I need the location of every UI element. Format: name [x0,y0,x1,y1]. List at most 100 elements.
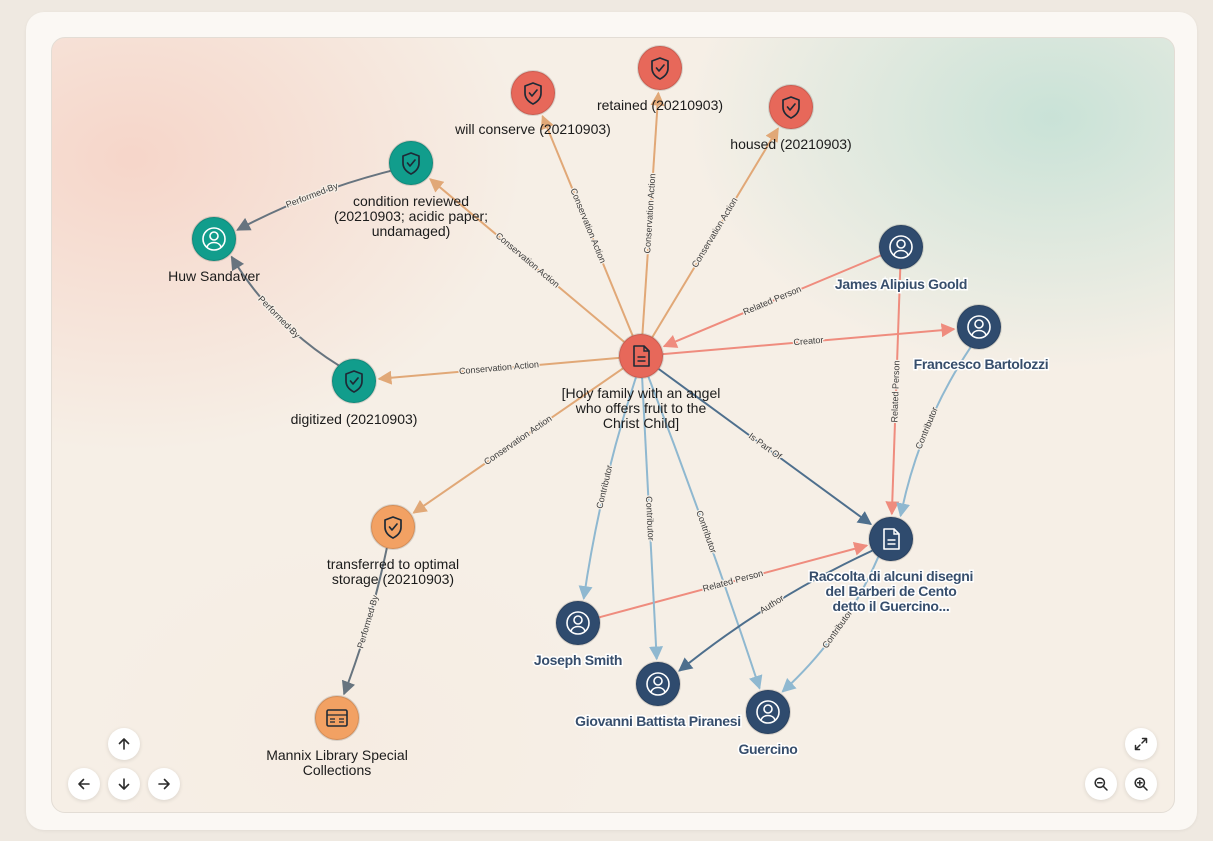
pan-right-button[interactable] [148,768,180,800]
graph-edge[interactable] [896,346,972,518]
node-circle[interactable] [878,224,924,270]
graph-edge[interactable] [230,255,340,367]
shield-icon [524,82,542,105]
zoom-in-button[interactable] [1125,768,1157,800]
graph-edge[interactable] [781,556,880,693]
person-icon [889,235,913,259]
document-icon [633,345,650,367]
shield-icon [402,152,420,175]
fit-view-button[interactable] [1125,728,1157,760]
node-label: Francesco Bartolozzi [914,356,1049,372]
node-piranesi[interactable]: Giovanni Battista Piranesi [574,661,743,731]
edge-label: Creator [793,335,824,348]
graph-edge[interactable] [429,178,625,343]
node-label: Christ Child] [603,415,679,431]
graph-edge[interactable] [341,547,388,696]
node-label: storage (20210903) [332,571,454,587]
person-icon [566,611,590,635]
node-retained[interactable]: retained (20210903) [597,45,723,113]
library-icon [326,709,348,727]
graph-edge[interactable] [641,91,665,335]
graph-edge[interactable] [578,377,637,601]
node-guercino[interactable]: Guercino [737,689,799,759]
edge-label: Conservation Action [459,359,540,376]
node-circle[interactable] [868,516,914,562]
node-circle[interactable] [370,504,416,550]
node-label: Guercino [738,741,797,757]
node-smith[interactable]: Joseph Smith [532,600,624,670]
edge-label: Conservation Action [568,187,608,265]
node-label: housed (20210903) [730,136,851,152]
edge-label: Contributor [820,608,854,650]
graph-edge[interactable] [412,367,624,514]
node-circle[interactable] [388,140,434,186]
zoom-out-icon [1093,776,1109,792]
node-label: Giovanni Battista Piranesi [575,713,741,729]
edges-layer [230,91,972,696]
graph-edge[interactable] [540,114,634,337]
node-circle[interactable] [768,84,814,130]
edge-label: Conservation Action [482,413,554,467]
node-circle[interactable] [191,216,237,262]
node-label: digitized (20210903) [291,411,418,427]
graph-edge[interactable] [662,254,882,348]
node-goold[interactable]: James Alipius Goold [833,224,969,294]
node-circle[interactable] [618,333,664,379]
edge-label: Performed By [256,294,302,341]
node-label: detto il Guercino... [833,598,950,614]
node-circle[interactable] [745,689,791,735]
node-circle[interactable] [331,358,377,404]
node-housed[interactable]: housed (20210903) [730,84,852,152]
node-label: will conserve (20210903) [454,121,611,137]
zoom-out-button[interactable] [1085,768,1117,800]
graph-edge[interactable] [377,356,620,385]
node-circle[interactable] [314,695,360,741]
edge-label: Conservation Action [494,230,562,289]
shield-icon [384,516,402,539]
graph-edge[interactable] [651,127,779,338]
node-bartolozzi[interactable]: Francesco Bartolozzi [912,304,1050,374]
node-circle[interactable] [510,70,556,116]
edge-label: Contributor [694,509,718,554]
graph-edge[interactable] [658,368,872,526]
shield-icon [782,96,800,119]
node-digitized[interactable]: digitized (20210903) [291,358,418,427]
zoom-in-icon [1133,776,1149,792]
node-circle[interactable] [635,661,681,707]
edge-label: Performed By [284,180,339,209]
shield-icon [651,57,669,80]
node-label: Collections [303,762,371,778]
node-huw[interactable]: Huw Sandaver [168,216,260,284]
graph-edge[interactable] [236,169,391,231]
node-label: Raccolta di alcuni disegni [809,568,973,584]
pan-down-button[interactable] [108,768,140,800]
node-willconserve[interactable]: will conserve (20210903) [454,70,611,137]
pan-left-button[interactable] [68,768,100,800]
graph-edge[interactable] [598,541,869,619]
node-label: James Alipius Goold [835,276,967,292]
person-icon [967,315,991,339]
node-label: (20210903; acidic paper; [334,208,488,224]
node-label: Joseph Smith [534,652,622,668]
pan-up-button[interactable] [108,728,140,760]
graph-edge[interactable] [641,377,664,661]
graph-edge[interactable] [678,549,873,672]
edge-label: Conservation Action [690,196,740,270]
graph-edge[interactable] [885,268,902,516]
node-circle[interactable] [555,600,601,646]
node-label: Huw Sandaver [168,268,260,284]
arrow-up-icon [117,737,131,751]
edge-label: Related Person [742,284,803,317]
node-condition[interactable]: condition reviewed(20210903; acidic pape… [334,140,488,239]
node-circle[interactable] [637,45,683,91]
edge-label: Related Person [889,360,901,422]
graph-edge[interactable] [647,376,763,690]
node-circle[interactable] [956,304,1002,350]
graph-edge[interactable] [662,323,956,356]
